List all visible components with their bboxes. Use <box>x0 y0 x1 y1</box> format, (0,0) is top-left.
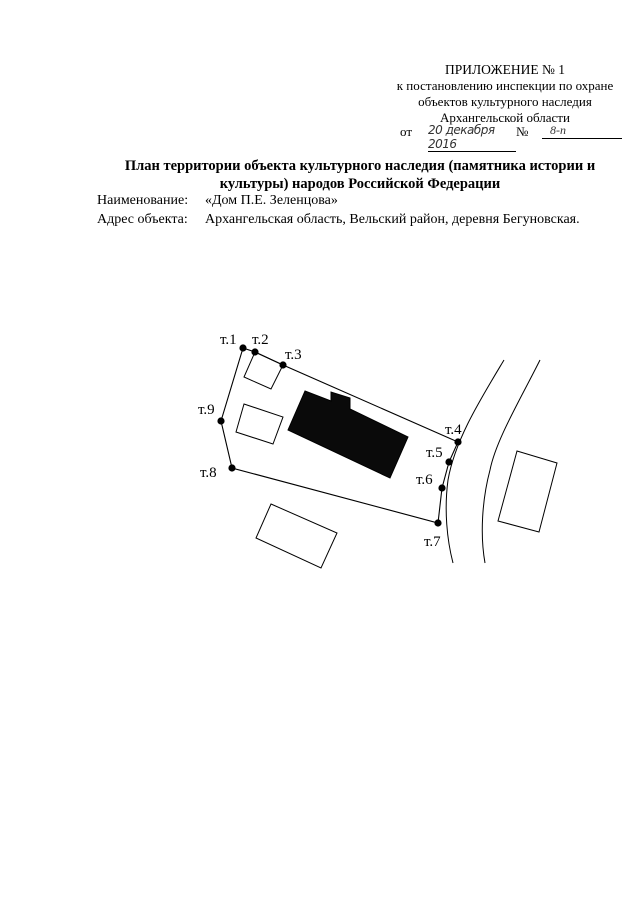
point-9-label: т.9 <box>198 402 215 418</box>
date-value: 20 декабря 2016 <box>428 123 516 152</box>
page-title: План территории объекта культурного насл… <box>95 157 625 193</box>
appendix-title: ПРИЛОЖЕНИЕ № 1 <box>444 62 566 77</box>
outbuilding-4 <box>497 450 558 533</box>
object-name-field: Наименование: «Дом П.Е. Зеленцова» <box>97 193 338 209</box>
point-2-marker <box>251 348 259 356</box>
point-6-marker <box>438 484 446 492</box>
object-name-value: «Дом П.Е. Зеленцова» <box>205 193 338 208</box>
point-5-label: т.5 <box>426 445 443 461</box>
road-edge-inner <box>445 359 505 564</box>
point-6-label: т.6 <box>416 472 433 488</box>
point-8-label: т.8 <box>200 465 217 481</box>
point-1-marker <box>239 344 247 352</box>
point-3-marker <box>279 361 287 369</box>
point-7-marker <box>434 519 442 527</box>
page-title-line-1: План территории объекта культурного насл… <box>124 158 596 174</box>
appendix-line-1: к постановлению инспекции по охране <box>396 78 614 93</box>
point-2-label: т.2 <box>252 332 269 348</box>
number-prefix: № <box>516 124 529 139</box>
outbuilding-2 <box>235 403 284 445</box>
monument-building <box>287 390 409 479</box>
object-name-label: Наименование: <box>97 193 189 208</box>
number-value: 8-п <box>542 123 622 139</box>
object-address-value: Архангельская область, Вельский район, д… <box>205 212 580 227</box>
outbuilding-3 <box>255 503 338 569</box>
point-1-label: т.1 <box>220 332 237 348</box>
road-edge-outer <box>481 359 541 564</box>
point-4-marker <box>454 438 462 446</box>
object-address-field: Адрес объекта: Архангельская область, Вел… <box>97 212 580 228</box>
appendix-line-2: объектов культурного наследия <box>418 94 592 109</box>
point-9-marker <box>217 417 225 425</box>
point-3-label: т.3 <box>285 347 302 363</box>
appendix-line-3: Архангельской области <box>440 110 570 125</box>
object-address-label: Адрес объекта: <box>97 212 188 227</box>
page-title-line-2: культуры) народов Российской Федерации <box>219 176 501 192</box>
boundary-points <box>217 344 462 527</box>
point-8-marker <box>228 464 236 472</box>
appendix-header: ПРИЛОЖЕНИЕ № 1 к постановлению инспекции… <box>380 62 630 126</box>
point-5-marker <box>445 458 453 466</box>
date-number-row: от 20 декабря 2016 № 8-п <box>400 123 630 152</box>
outbuilding-1 <box>243 351 284 390</box>
date-prefix: от <box>400 124 413 139</box>
point-7-label: т.7 <box>424 534 441 550</box>
point-4-label: т.4 <box>445 422 462 438</box>
